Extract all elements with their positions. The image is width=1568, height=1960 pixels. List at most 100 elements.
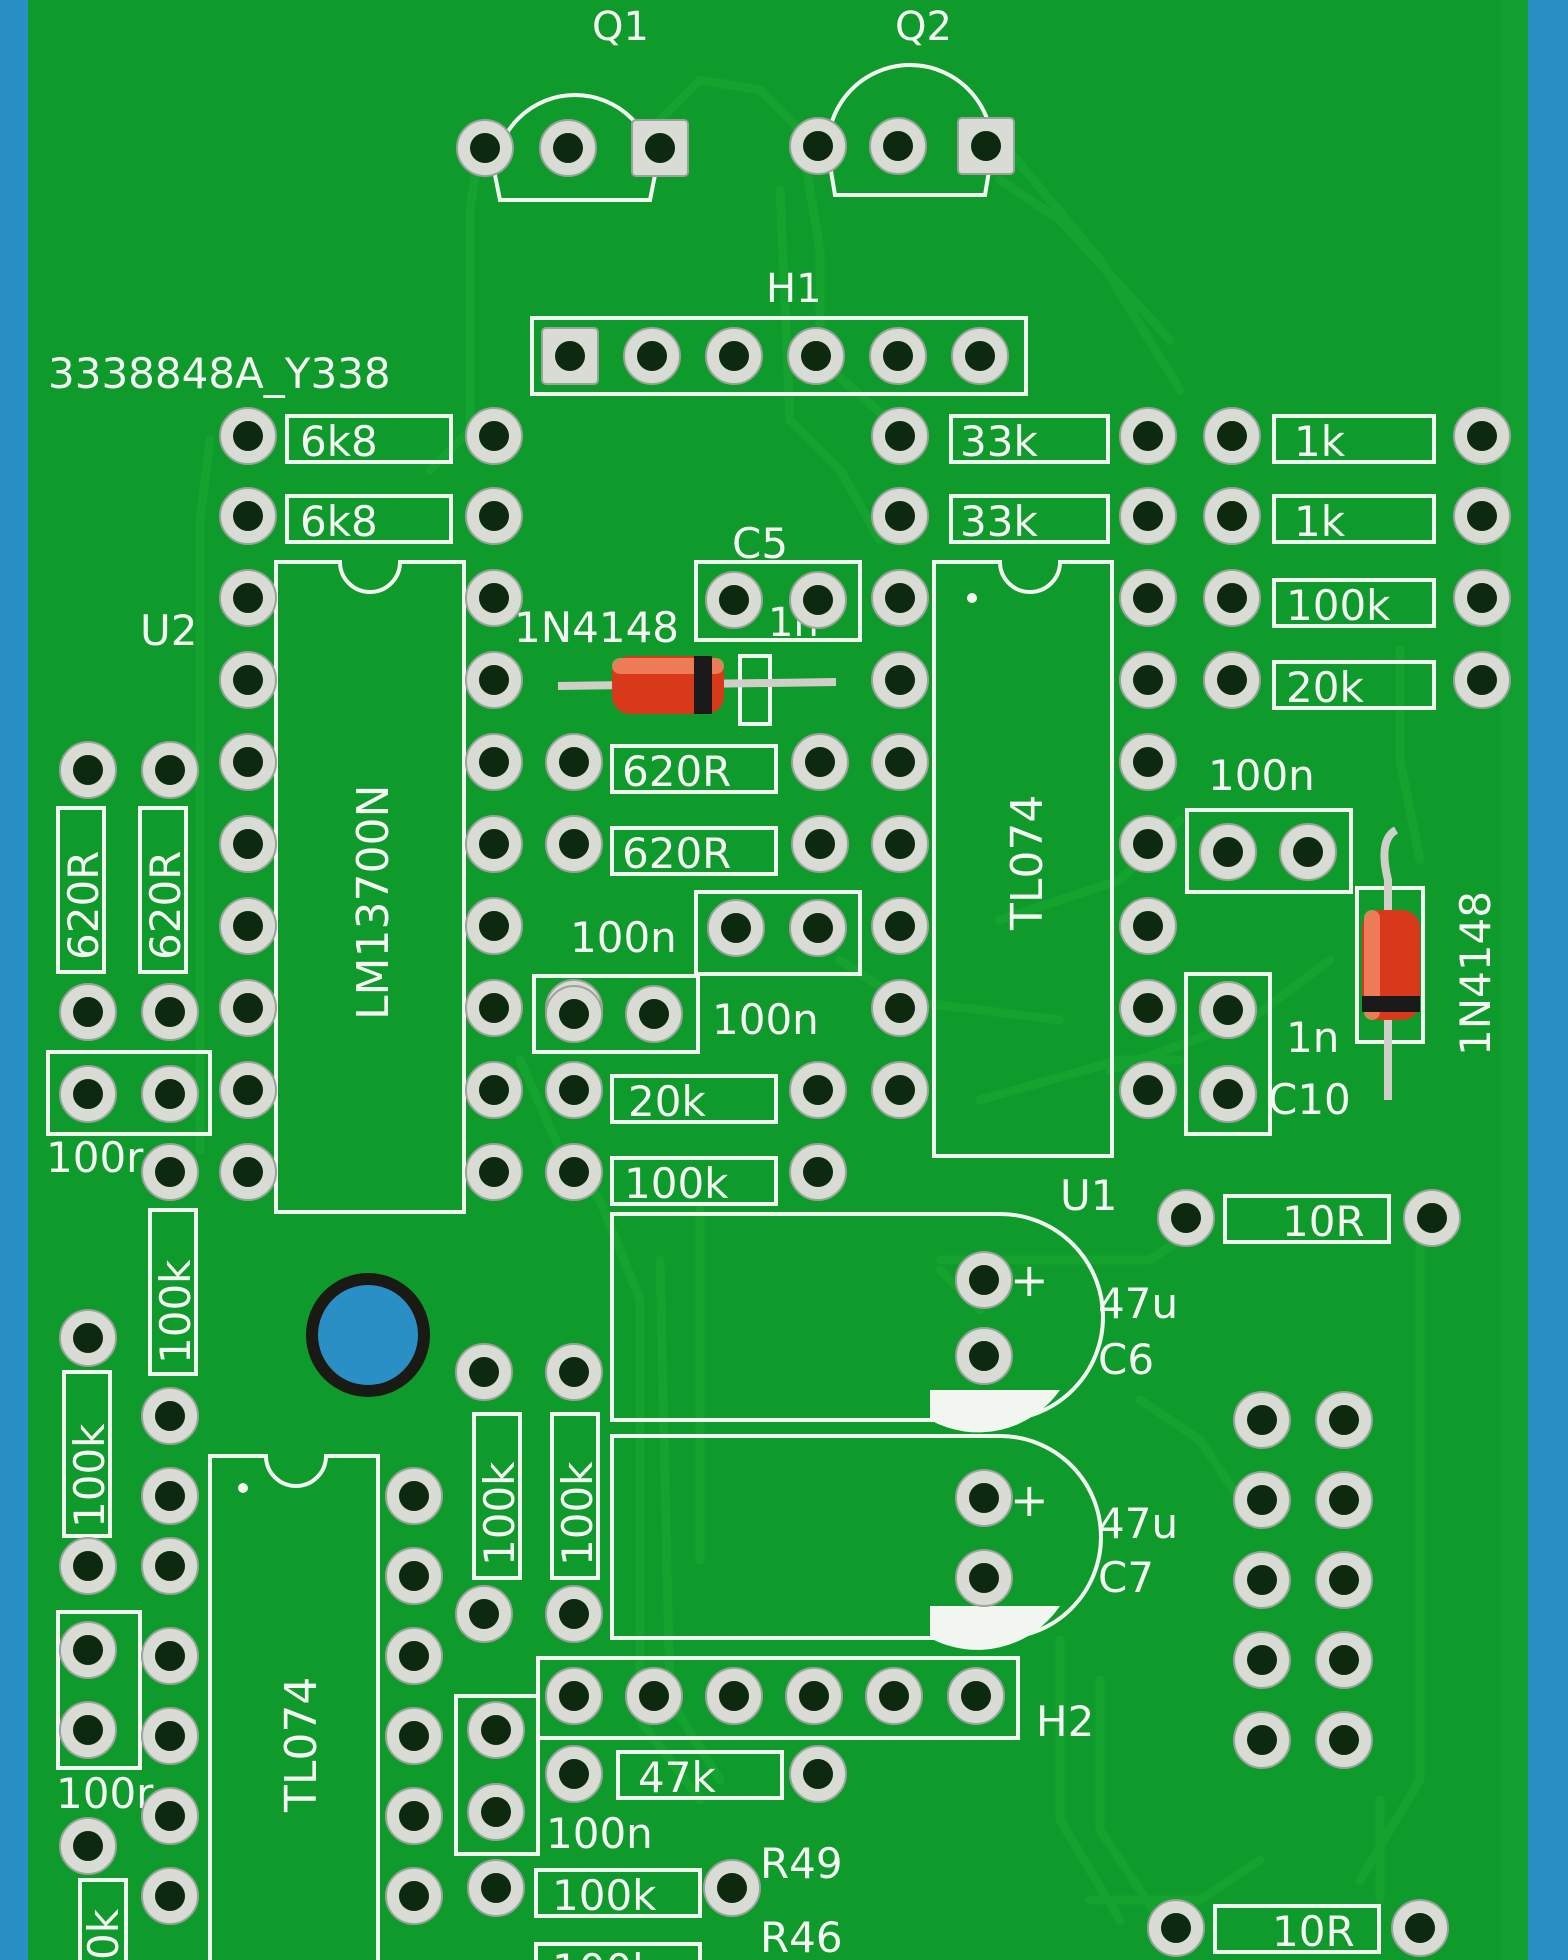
- pad-hole: [1329, 1405, 1359, 1435]
- pad-hole: [1467, 421, 1497, 451]
- ref-r46: R46: [760, 1913, 843, 1960]
- pad-hole: [803, 1075, 833, 1105]
- header-h1: H1: [530, 266, 1028, 396]
- pad-hole: [1329, 1645, 1359, 1675]
- c10-value: 1n: [1286, 1013, 1339, 1062]
- pad-hole: [883, 341, 913, 371]
- pad-hole: [479, 911, 509, 941]
- diode-horizontal: 1N4148: [514, 603, 837, 726]
- pad-hole: [645, 133, 675, 163]
- pad-hole: [73, 997, 103, 1027]
- pad-hole: [965, 341, 995, 371]
- pad-hole: [399, 1881, 429, 1911]
- pad-hole: [559, 747, 589, 777]
- pad-hole: [559, 1357, 589, 1387]
- cap-100n-c: 100n: [546, 1809, 653, 1858]
- ref-r49: R49: [760, 1839, 843, 1888]
- pad-hole: [1217, 421, 1247, 451]
- pad-hole: [479, 583, 509, 613]
- pad-hole: [555, 341, 585, 371]
- pad-hole: [885, 665, 915, 695]
- c6-value: 47u: [1098, 1279, 1178, 1328]
- pad-hole: [559, 1157, 589, 1187]
- pad-hole: [155, 1079, 185, 1109]
- pad-hole: [73, 1551, 103, 1581]
- pad-hole: [559, 1599, 589, 1629]
- pad-hole: [155, 1721, 185, 1751]
- pad-hole: [801, 341, 831, 371]
- resistor-33k-a: 33k: [960, 417, 1038, 466]
- pad-hole: [155, 1801, 185, 1831]
- pad-hole: [1247, 1405, 1277, 1435]
- resistor-6k8-a: 6k8: [300, 417, 378, 466]
- pad-hole: [73, 1831, 103, 1861]
- resistor-33k-b: 33k: [960, 497, 1038, 546]
- pad-hole: [559, 999, 589, 1029]
- ic-lower: TL074: [208, 1454, 380, 1960]
- c10-ref: C10: [1268, 1075, 1351, 1124]
- cap-100n-right: 100n: [1208, 751, 1315, 800]
- pad-hole: [885, 747, 915, 777]
- ic-u1: U1 TL074: [932, 560, 1117, 1220]
- pad-hole: [639, 999, 669, 1029]
- pad-hole: [470, 133, 500, 163]
- pad-hole: [1133, 1075, 1163, 1105]
- cap-100r-b: 100r: [56, 1769, 154, 1818]
- pad-hole: [155, 755, 185, 785]
- pad-hole: [399, 1801, 429, 1831]
- resistor-20k-a: 20k: [1286, 663, 1364, 712]
- pad-hole: [719, 341, 749, 371]
- pad-hole: [399, 1641, 429, 1671]
- pad-hole: [233, 829, 263, 859]
- pad-hole: [1217, 583, 1247, 613]
- resistor-20k-b: 20k: [628, 1077, 706, 1126]
- header-h2: H2: [536, 1656, 1094, 1746]
- c6-plus: +: [1010, 1253, 1049, 1307]
- pad-hole: [1171, 1203, 1201, 1233]
- capacitors: C5 1n 100n 100n 100n 1n C10 + 47u C6 + 4…: [46, 519, 1353, 1858]
- resistor-1k-a: 1k: [1294, 417, 1346, 466]
- pad-hole: [885, 1075, 915, 1105]
- pad-hole: [1213, 837, 1243, 867]
- resistor-6k8-b: 6k8: [300, 497, 378, 546]
- ic-u2: U2 LM13700N: [140, 560, 466, 1214]
- pad-hole: [717, 1873, 747, 1903]
- pad-hole: [1247, 1645, 1277, 1675]
- pad-hole: [553, 133, 583, 163]
- cap-100r-a: 100r: [46, 1133, 144, 1182]
- pad-hole: [399, 1721, 429, 1751]
- pad-hole: [971, 131, 1001, 161]
- pad-hole: [233, 1075, 263, 1105]
- pad-hole: [1417, 1203, 1447, 1233]
- c7-plus: +: [1010, 1473, 1049, 1527]
- pad-hole: [969, 1341, 999, 1371]
- pad-hole: [479, 665, 509, 695]
- resistor-10r-b: 10R: [1272, 1907, 1355, 1956]
- pad-hole: [1329, 1565, 1359, 1595]
- pad-hole: [155, 1401, 185, 1431]
- pad-hole: [1217, 665, 1247, 695]
- pad-hole: [73, 1079, 103, 1109]
- pad-hole: [1161, 1913, 1191, 1943]
- pad-hole: [719, 1681, 749, 1711]
- pad-hole: [155, 1481, 185, 1511]
- h1-label: H1: [766, 266, 822, 312]
- cap-100n-a: 100n: [570, 913, 677, 962]
- u2-ref: U2: [140, 606, 197, 655]
- pad-hole: [803, 1157, 833, 1187]
- pad-hole: [233, 911, 263, 941]
- diode-label-v: 1N4148: [1451, 891, 1500, 1056]
- pad-hole: [559, 1759, 589, 1789]
- pad-hole: [1133, 665, 1163, 695]
- pad-hole: [721, 913, 751, 943]
- pad-hole: [155, 1157, 185, 1187]
- pad-hole: [479, 829, 509, 859]
- pad-hole: [155, 1881, 185, 1911]
- h2-label: H2: [1036, 1697, 1094, 1746]
- resistor-100k-v1: 100k: [151, 1259, 200, 1364]
- pad-hole: [73, 1715, 103, 1745]
- pad-hole: [155, 1551, 185, 1581]
- lower-ic-value: TL074: [276, 1677, 327, 1813]
- pad-hole: [479, 1075, 509, 1105]
- pad-hole: [233, 993, 263, 1023]
